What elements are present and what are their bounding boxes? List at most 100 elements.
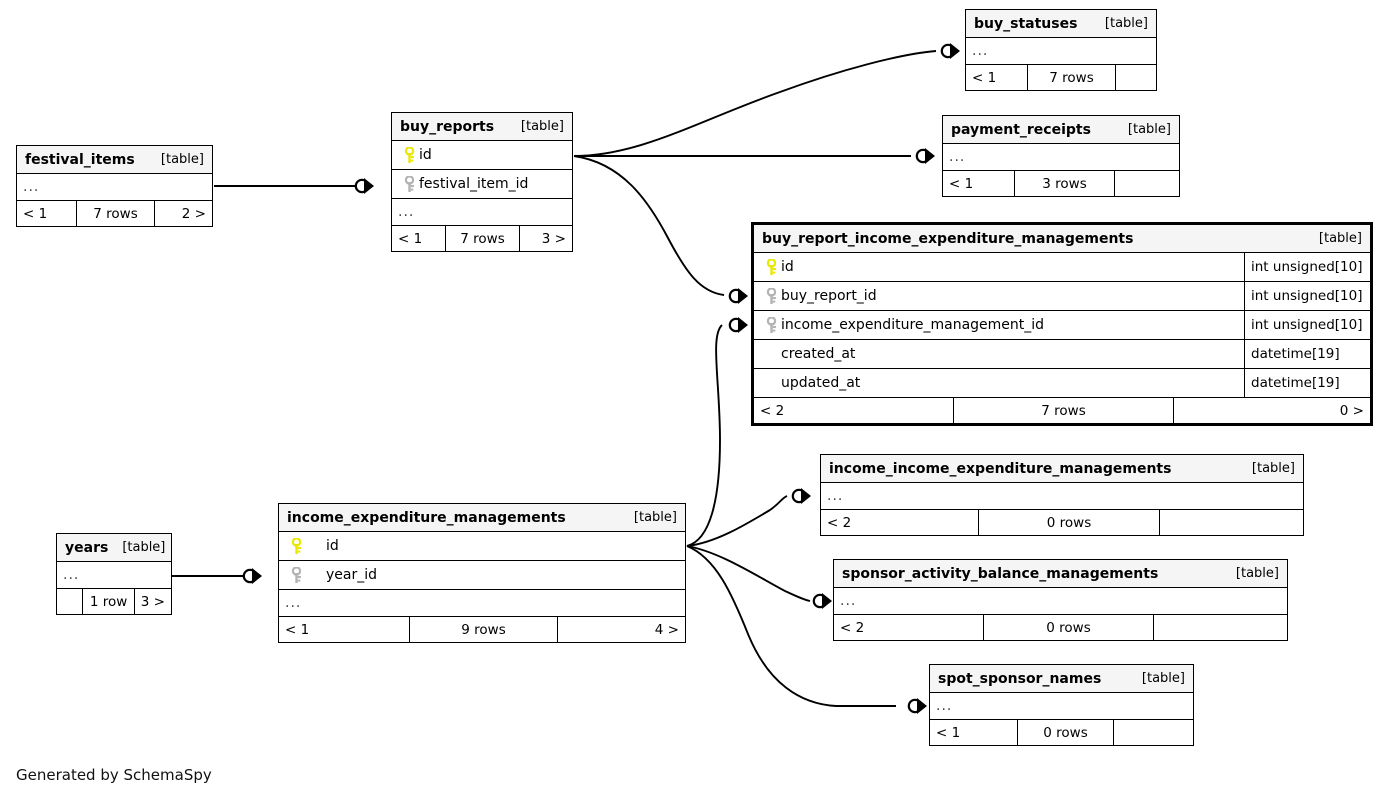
column-name-cell: id xyxy=(279,537,685,555)
foreign-key-icon xyxy=(399,175,419,193)
edge-iem-brieim xyxy=(686,324,723,547)
primary-key-icon xyxy=(399,146,419,164)
collapsed-columns-ellipsis[interactable]: ... xyxy=(930,693,1193,720)
table-header[interactable]: income_expenditure_managements [table] xyxy=(279,504,685,532)
table-column-row[interactable]: festival_item_id xyxy=(392,170,572,199)
table-name: spot_sponsor_names xyxy=(938,670,1102,687)
column-type: int unsigned[10] xyxy=(1244,311,1370,339)
table-kind-label: [table] xyxy=(520,119,564,134)
table-node-buy_reports[interactable]: buy_reports[table]id festival_item_id...<… xyxy=(391,112,573,252)
footer-children-count xyxy=(1115,171,1179,196)
collapsed-columns-ellipsis[interactable]: ... xyxy=(392,199,572,226)
table-column-row[interactable]: id xyxy=(392,141,572,170)
column-type: int unsigned[10] xyxy=(1244,253,1370,281)
column-label: updated_at xyxy=(781,375,861,391)
table-columns: id year_id xyxy=(279,532,685,590)
column-name-cell: festival_item_id xyxy=(392,175,572,193)
collapsed-columns-ellipsis[interactable]: ... xyxy=(966,38,1156,65)
table-header[interactable]: spot_sponsor_names[table] xyxy=(930,665,1193,693)
edge-buy-reports-buy-statuses xyxy=(573,50,937,157)
footer-children-count xyxy=(1154,615,1287,640)
footer-children-count: 0 > xyxy=(1339,402,1364,419)
schemaspy-credit: Generated by SchemaSpy xyxy=(16,766,212,784)
table-column-row[interactable]: updated_at datetime[19] xyxy=(754,369,1370,398)
collapsed-columns-ellipsis[interactable]: ... xyxy=(17,174,212,201)
footer-row-count: 9 rows xyxy=(410,617,558,642)
collapsed-columns-ellipsis[interactable]: ... xyxy=(834,588,1287,615)
edge-buy-reports-brieim xyxy=(573,155,725,296)
footer-parents-count: < 1 xyxy=(392,226,446,251)
footer-parents-count: < 1 xyxy=(279,617,410,642)
table-column-row[interactable]: id xyxy=(279,532,685,561)
column-name-cell: income_expenditure_management_id xyxy=(754,316,1244,334)
column-name-cell: updated_at xyxy=(754,375,1244,391)
table-header[interactable]: buy_statuses[table] xyxy=(966,10,1156,38)
table-node-sponsor_activity_balance_managements[interactable]: sponsor_activity_balance_managements[tab… xyxy=(833,559,1288,641)
table-header[interactable]: sponsor_activity_balance_managements[tab… xyxy=(834,560,1287,588)
footer-row-count: 1 row xyxy=(83,589,136,614)
footer-parents-count: < 1 xyxy=(943,171,1015,196)
table-kind-label: [table] xyxy=(160,152,204,167)
footer-children-count: 4 > xyxy=(654,621,679,638)
table-column-row[interactable]: income_expenditure_management_id int unsi… xyxy=(754,311,1370,340)
column-label: buy_report_id xyxy=(781,288,877,304)
column-label: id xyxy=(419,147,432,163)
table-kind-label: [table] xyxy=(122,540,166,555)
column-label: created_at xyxy=(781,346,856,362)
table-header[interactable]: festival_items[table] xyxy=(17,146,212,174)
table-name: payment_receipts xyxy=(951,121,1091,138)
table-kind-label: [table] xyxy=(1318,231,1362,246)
collapsed-columns-ellipsis[interactable]: ... xyxy=(57,562,171,589)
table-name: sponsor_activity_balance_managements xyxy=(842,565,1159,582)
table-name: years xyxy=(65,539,109,556)
footer-row-count: 3 rows xyxy=(1015,171,1115,196)
table-name: income_expenditure_managements xyxy=(287,509,566,526)
collapsed-columns-ellipsis[interactable]: ... xyxy=(943,144,1179,171)
table-column-row[interactable]: id int unsigned[10] xyxy=(754,253,1370,282)
footer-children-count: 2 > xyxy=(181,205,206,222)
footer-row-count: 0 rows xyxy=(1018,720,1114,745)
table-kind-label: [table] xyxy=(1127,122,1171,137)
table-header[interactable]: buy_reports[table] xyxy=(392,113,572,141)
footer-row-count: 7 rows xyxy=(77,201,155,226)
table-node-buy_report_income_expenditure_managements[interactable]: buy_report_income_expenditure_management… xyxy=(751,222,1373,426)
footer-parents-count: < 2 xyxy=(821,510,979,535)
primary-key-icon xyxy=(286,537,306,555)
foreign-key-icon xyxy=(286,566,306,584)
collapsed-columns-ellipsis[interactable]: ... xyxy=(821,483,1303,510)
table-header[interactable]: years [table] xyxy=(57,534,171,562)
table-header[interactable]: buy_report_income_expenditure_management… xyxy=(754,225,1370,253)
column-name-cell: year_id xyxy=(279,566,685,584)
footer-row-count: 0 rows xyxy=(979,510,1160,535)
footer-children-count xyxy=(1160,510,1303,535)
footer-parents-count: < 1 xyxy=(930,720,1018,745)
footer-parents-count: < 2 xyxy=(834,615,984,640)
table-column-row[interactable]: year_id xyxy=(279,561,685,590)
table-kind-label: [table] xyxy=(633,510,677,525)
footer-parents-count: < 1 xyxy=(966,65,1028,90)
collapsed-columns-ellipsis[interactable]: ... xyxy=(279,590,685,617)
table-header[interactable]: payment_receipts [table] xyxy=(943,116,1179,144)
table-header[interactable]: income_income_expenditure_managements[ta… xyxy=(821,455,1303,483)
column-label: income_expenditure_management_id xyxy=(781,317,1045,333)
column-type: datetime[19] xyxy=(1244,369,1370,397)
table-node-income_expenditure_managements[interactable]: income_expenditure_managements [table] id y… xyxy=(278,503,686,643)
column-name-cell: buy_report_id xyxy=(754,287,1244,305)
edge-iem-iiem xyxy=(686,495,788,547)
column-name-cell: id xyxy=(392,146,572,164)
table-node-income_income_expenditure_managements[interactable]: income_income_expenditure_managements[ta… xyxy=(820,454,1304,536)
column-label: id xyxy=(781,259,794,275)
